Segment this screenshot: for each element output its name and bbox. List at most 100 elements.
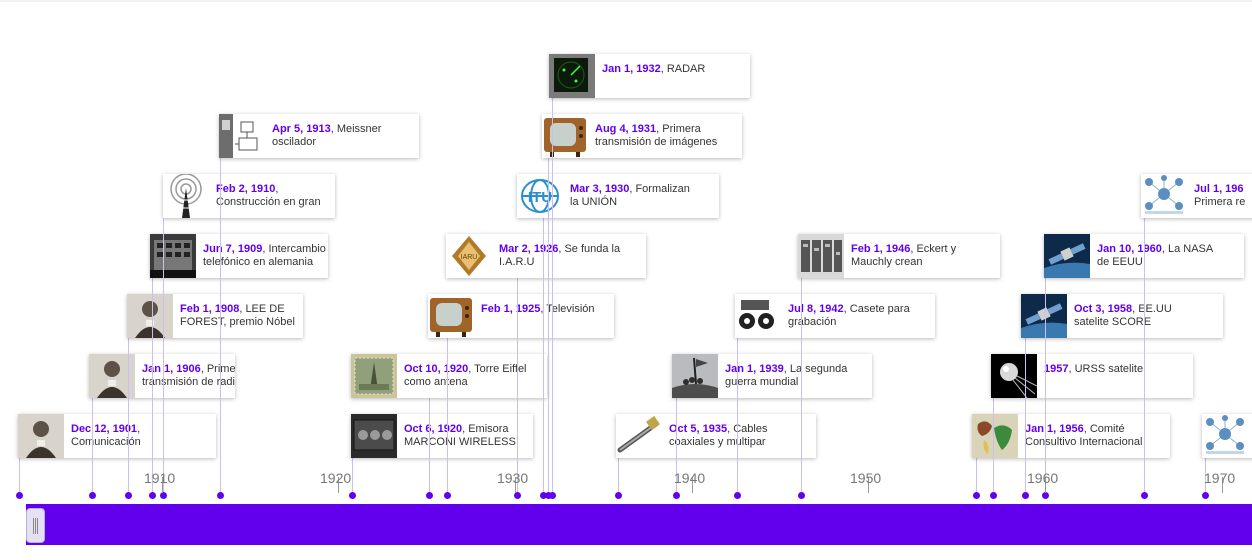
event-marker-dot[interactable] xyxy=(426,492,433,499)
event-card[interactable]: Jul 1, 196 Primera re xyxy=(1141,174,1252,218)
event-card[interactable]: 1957, URSS satelite xyxy=(991,354,1193,398)
event-date: 1957 xyxy=(1044,363,1069,375)
event-marker-dot[interactable] xyxy=(540,492,547,499)
event-text: Jan 1, 1956, Comité Consultivo Internaci… xyxy=(1025,423,1142,449)
event-marker-dot[interactable] xyxy=(545,492,552,499)
event-marker-dot[interactable] xyxy=(125,492,132,499)
axis-year-label: 1960 xyxy=(1027,470,1059,486)
event-card[interactable]: Feb 1, 1946, Eckert y Mauchly crean xyxy=(798,234,1000,278)
event-card[interactable]: Jun 7, 1909, Intercambio telefónico en a… xyxy=(150,234,328,278)
event-marker-dot[interactable] xyxy=(444,492,451,499)
event-text: Dec 12, 1901, Comunicación xyxy=(71,423,141,449)
event-card[interactable]: Jan 1, 1932, RADAR xyxy=(549,54,750,98)
event-marker-dot[interactable] xyxy=(1042,492,1049,499)
event-date: Feb 2, 1910 xyxy=(216,183,276,195)
event-marker-dot[interactable] xyxy=(1141,492,1148,499)
event-date: Jan 1, 1906 xyxy=(142,363,201,375)
event-marker-dot[interactable] xyxy=(514,492,521,499)
event-card[interactable]: Oct 3, 1958, EE.UU satelite SCORE xyxy=(1021,294,1223,338)
axis-tick xyxy=(1045,477,1046,493)
event-date: Apr 5, 1913 xyxy=(272,123,331,135)
event-card[interactable]: Dec 12, 1901, Comunicación xyxy=(18,414,216,458)
event-text: Mar 3, 1930, Formalizan la UNIÓN xyxy=(570,183,690,209)
computer-room-icon xyxy=(798,234,844,278)
event-connector-line xyxy=(163,218,164,494)
event-card[interactable]: Jan 1, 1956, Comité Consultivo Internaci… xyxy=(972,414,1170,458)
event-card[interactable]: Feb 1, 1908, LEE DE FOREST, premio Nóbel xyxy=(127,294,303,338)
navigator-drag-handle[interactable] xyxy=(26,508,45,543)
event-connector-line xyxy=(152,278,153,494)
event-marker-dot[interactable] xyxy=(973,492,980,499)
event-date: Jul 1, 196 xyxy=(1194,183,1244,195)
event-connector-line xyxy=(1144,218,1145,494)
world-map-icon xyxy=(972,414,1018,458)
event-text: Feb 1, 1908, LEE DE FOREST, premio Nóbel xyxy=(180,303,295,329)
grip-line-icon xyxy=(37,518,38,534)
timeline-events: Dec 12, 1901, Comunicación Jan 1, 1906, P… xyxy=(16,54,1252,499)
axis-tick xyxy=(162,477,163,493)
event-card[interactable]: Oct 5, 1935, Cables coaxiales y multipar xyxy=(616,414,816,458)
satellite-icon xyxy=(1044,234,1090,278)
event-card[interactable]: Feb 2, 1910, Construcción en gran xyxy=(163,174,335,218)
event-card[interactable]: Oct 10, 1920, Torre Eiffel como antena xyxy=(351,354,547,398)
event-title: , EE.UU satelite SCORE xyxy=(1074,303,1172,328)
event-connector-line xyxy=(676,398,677,494)
timeline-navigator-bar[interactable] xyxy=(26,504,1252,545)
axis-tick xyxy=(692,477,693,493)
event-title: , Televisión xyxy=(540,303,595,315)
event-marker-dot[interactable] xyxy=(217,492,224,499)
event-title: , Casete para grabación xyxy=(788,303,910,328)
network-diagram-icon xyxy=(1202,414,1248,458)
event-card[interactable]: Jan 1, 1906, Primera transmisión de radi… xyxy=(89,354,235,398)
circuit-diagram-icon xyxy=(219,114,265,158)
event-marker-dot[interactable] xyxy=(734,492,741,499)
event-date: Jan 1, 1939 xyxy=(725,363,784,375)
event-date: Mar 3, 1930 xyxy=(570,183,630,195)
event-marker-dot[interactable] xyxy=(349,492,356,499)
event-date: Oct 10, 1920 xyxy=(404,363,469,375)
event-card[interactable]: Oct 6, 1920, Emisora MARCONI WIRELESS xyxy=(351,414,533,458)
event-marker-dot[interactable] xyxy=(798,492,805,499)
event-connector-line xyxy=(429,398,430,494)
event-card[interactable] xyxy=(1202,414,1252,458)
event-card[interactable]: Feb 1, 1925, Televisión xyxy=(428,294,614,338)
event-connector-line xyxy=(220,158,221,494)
event-card[interactable]: Apr 5, 1913, Meissner oscilador xyxy=(219,114,419,158)
event-card[interactable]: Jul 8, 1942, Casete para grabación xyxy=(735,294,935,338)
radio-tower-icon xyxy=(163,174,209,218)
event-marker-dot[interactable] xyxy=(89,492,96,499)
event-marker-dot[interactable] xyxy=(1022,492,1029,499)
television-icon xyxy=(542,114,588,158)
event-marker-dot[interactable] xyxy=(16,492,23,499)
axis-tick xyxy=(868,477,869,493)
event-marker-dot[interactable] xyxy=(160,492,167,499)
axis-year-label: 1910 xyxy=(144,470,176,486)
event-marker-dot[interactable] xyxy=(615,492,622,499)
event-title: , Se funda la I.A.R.U xyxy=(499,243,621,268)
television-icon xyxy=(428,294,474,338)
event-marker-dot[interactable] xyxy=(1202,492,1209,499)
event-date: Jan 1, 1932 xyxy=(602,63,661,75)
event-date: Mar 2, 1926 xyxy=(499,243,559,255)
event-marker-dot[interactable] xyxy=(673,492,680,499)
event-connector-line xyxy=(128,338,129,494)
event-date: Jul 8, 1942 xyxy=(788,303,844,315)
event-connector-line xyxy=(976,458,977,494)
event-marker-dot[interactable] xyxy=(149,492,156,499)
event-date: Oct 5, 1935 xyxy=(669,423,728,435)
event-title: , La NASA de EEUU xyxy=(1097,243,1214,268)
event-card[interactable]: Aug 4, 1931, Primera transmisión de imág… xyxy=(542,114,742,158)
event-date: Oct 3, 1958 xyxy=(1074,303,1133,315)
event-marker-dot[interactable] xyxy=(990,492,997,499)
event-marker-dot[interactable] xyxy=(549,492,556,499)
axis-year-label: 1940 xyxy=(674,470,706,486)
axis-year-label: 1950 xyxy=(850,470,882,486)
event-connector-line xyxy=(1025,338,1026,494)
event-text: Oct 6, 1920, Emisora MARCONI WIRELESS xyxy=(404,423,516,449)
event-title: , Meissner oscilador xyxy=(272,123,382,148)
event-card[interactable]: Jan 1, 1939, La segunda guerra mundial xyxy=(672,354,872,398)
tape-reels-icon xyxy=(735,294,781,338)
